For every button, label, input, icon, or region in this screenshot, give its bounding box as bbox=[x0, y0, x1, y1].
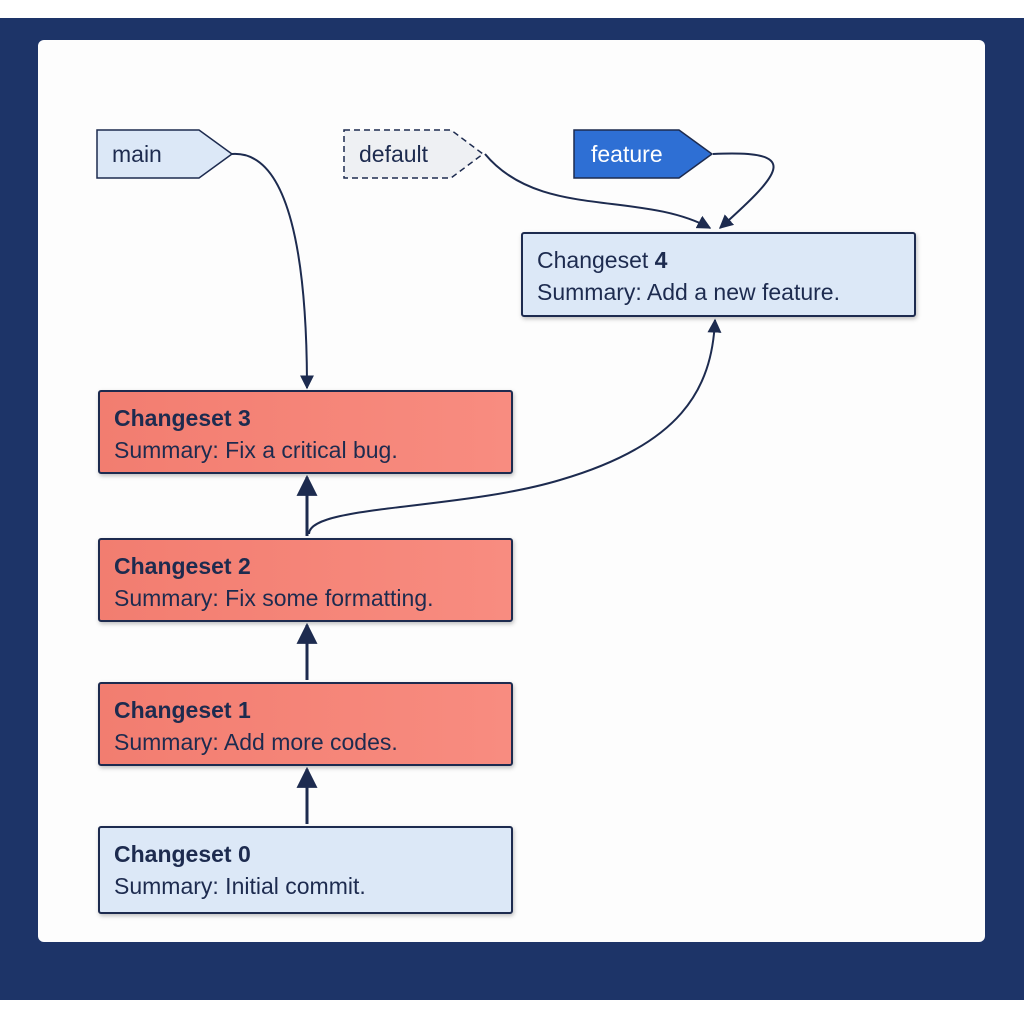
changeset-4-prefix: Changeset bbox=[537, 247, 655, 273]
tag-feature-label: feature bbox=[591, 141, 663, 167]
tag-main-shape bbox=[96, 129, 234, 179]
changeset-3-summary: Summary: Fix a critical bug. bbox=[114, 437, 398, 463]
changeset-3-prefix: Changeset bbox=[114, 405, 238, 431]
changeset-0-title: Changeset 0 bbox=[114, 838, 497, 870]
tag-main-label: main bbox=[112, 141, 162, 167]
changeset-2-number: 2 bbox=[237, 553, 251, 579]
changeset-1-node[interactable]: Changeset 1 Summary: Add more codes. bbox=[98, 682, 513, 766]
tag-feature[interactable]: feature bbox=[573, 129, 715, 179]
changeset-2-node[interactable]: Changeset 2 Summary: Fix some formatting… bbox=[98, 538, 513, 622]
changeset-1-title: Changeset 1 bbox=[114, 694, 497, 726]
changeset-1-summary: Summary: Add more codes. bbox=[114, 729, 398, 755]
changeset-4-node[interactable]: Changeset 4 Summary: Add a new feature. bbox=[521, 232, 916, 317]
changeset-2-summary: Summary: Fix some formatting. bbox=[114, 585, 434, 611]
changeset-3-node[interactable]: Changeset 3 Summary: Fix a critical bug. bbox=[98, 390, 513, 474]
changeset-2-title: Changeset 2 bbox=[114, 550, 497, 582]
tag-main[interactable]: main bbox=[96, 129, 236, 179]
changeset-4-number: 4 bbox=[654, 247, 668, 273]
changeset-0-number: 0 bbox=[237, 841, 251, 867]
tag-default-label: default bbox=[359, 141, 429, 167]
changeset-1-prefix: Changeset bbox=[114, 697, 238, 723]
changeset-0-prefix: Changeset bbox=[114, 841, 238, 867]
tag-default[interactable]: default bbox=[343, 129, 485, 179]
changeset-0-summary: Summary: Initial commit. bbox=[114, 873, 366, 899]
changeset-0-node[interactable]: Changeset 0 Summary: Initial commit. bbox=[98, 826, 513, 914]
changeset-3-number: 3 bbox=[237, 405, 251, 431]
changeset-4-summary: Summary: Add a new feature. bbox=[537, 279, 840, 305]
changeset-1-number: 1 bbox=[237, 697, 251, 723]
changeset-3-title: Changeset 3 bbox=[114, 402, 497, 434]
changeset-4-title: Changeset 4 bbox=[537, 244, 900, 276]
tag-default-shape bbox=[343, 129, 485, 179]
changeset-2-prefix: Changeset bbox=[114, 553, 238, 579]
